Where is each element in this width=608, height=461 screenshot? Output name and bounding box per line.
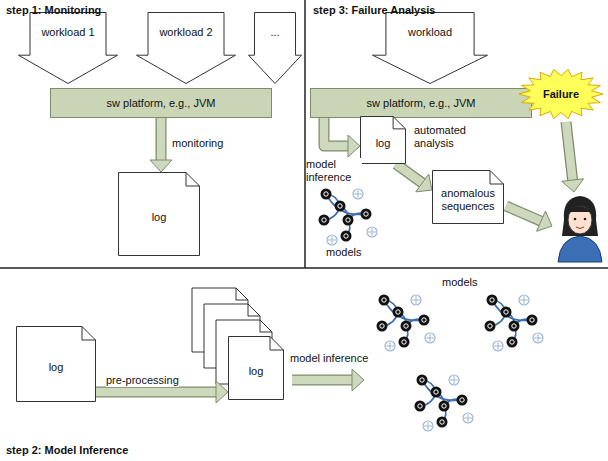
divider-line: [304, 0, 306, 268]
node-label: log: [152, 211, 167, 224]
block-arrow-connector: [324, 118, 360, 157]
node-outline: [248, 12, 302, 84]
divider-line: [0, 267, 608, 269]
node-text-area: anomalous sequences: [436, 180, 500, 220]
document-shape: log: [228, 336, 284, 400]
node-label: log: [49, 361, 64, 374]
document-shape: anomalous sequences: [432, 170, 504, 224]
block-arrow-connector: [396, 164, 432, 192]
document-shape: log: [16, 326, 96, 402]
node-text-column: anomalous sequences: [436, 187, 500, 212]
block-arrow: workload: [372, 12, 488, 84]
block-arrow-connector: [150, 118, 172, 172]
node-label: workload 1: [41, 26, 94, 39]
model-graph: [377, 295, 436, 352]
node-text-area: sw platform, e.g., JVM: [54, 90, 268, 116]
connector-label: pre-processing: [106, 374, 179, 387]
inference-arrow: [292, 369, 364, 391]
node-text-column: log: [152, 211, 167, 224]
node-text-column: workload 1: [41, 26, 94, 39]
node-label: ...: [270, 26, 279, 39]
node-text-area: workload 1: [32, 14, 104, 50]
annotation-label: models: [326, 246, 361, 259]
node-label: workload: [408, 26, 452, 39]
node-text-area: log: [232, 346, 280, 396]
connector-label: automated analysis: [414, 124, 476, 149]
node-outline: [136, 12, 236, 84]
block-arrow: workload 1: [18, 12, 118, 84]
node-text-area: workload 2: [150, 14, 222, 50]
node-text-column: log: [376, 137, 391, 150]
node-label: sw platform, e.g., JVM: [367, 97, 476, 110]
node-outline: [372, 12, 488, 84]
tester-icon: [558, 196, 602, 262]
node-text-area: ...: [256, 14, 295, 50]
model-graphs: [319, 189, 544, 432]
node-label: anomalous sequences: [436, 187, 500, 212]
step-heading: step 2: Model Inference: [6, 444, 128, 457]
node-text-column: workload: [408, 26, 452, 39]
process-box: sw platform, e.g., JVM: [50, 88, 272, 118]
node-text-column: sw platform, e.g., JVM: [367, 97, 476, 110]
connector-label: monitoring: [172, 137, 223, 150]
node-text-area: log: [122, 182, 196, 252]
node-text-column: log: [49, 361, 64, 374]
node-text-area: Failure: [534, 80, 588, 108]
failure-burst: Failure: [518, 68, 604, 120]
node-label: log: [249, 365, 264, 378]
node-text-area: sw platform, e.g., JVM: [314, 90, 528, 116]
failure-to-tester-arrow: [562, 122, 584, 192]
node-text-column: workload 2: [159, 26, 212, 39]
node-text-column: Failure: [543, 88, 579, 101]
node-text-area: log: [364, 126, 402, 160]
block-arrow: ...: [248, 12, 302, 84]
document-shape: log: [118, 172, 200, 256]
process-box: sw platform, e.g., JVM: [310, 88, 532, 118]
node-label: sw platform, e.g., JVM: [107, 97, 216, 110]
node-label: log: [376, 137, 391, 150]
node-label: Failure: [543, 88, 579, 101]
node-text-column: ...: [270, 26, 279, 39]
report-to-tester-arrow: [506, 206, 552, 231]
connector-label: model inference: [306, 158, 362, 183]
block-arrow: workload 2: [136, 12, 236, 84]
model-graph: [485, 295, 544, 352]
annotation-label: models: [442, 276, 477, 289]
node-text-area: log: [20, 336, 92, 398]
step-heading: step 1: Monitoring: [6, 4, 101, 17]
model-graph: [319, 189, 378, 246]
node-outline: [18, 12, 118, 84]
block-arrows: [292, 122, 584, 391]
node-text-column: sw platform, e.g., JVM: [107, 97, 216, 110]
step-heading: step 3: Failure Analysis: [313, 4, 435, 17]
node-label: workload 2: [159, 26, 212, 39]
node-text-area: workload: [388, 14, 472, 50]
document-shape: log: [360, 116, 406, 164]
model-graph: [415, 375, 474, 432]
annotation-label: model inference: [290, 352, 368, 365]
node-text-column: log: [249, 365, 264, 378]
